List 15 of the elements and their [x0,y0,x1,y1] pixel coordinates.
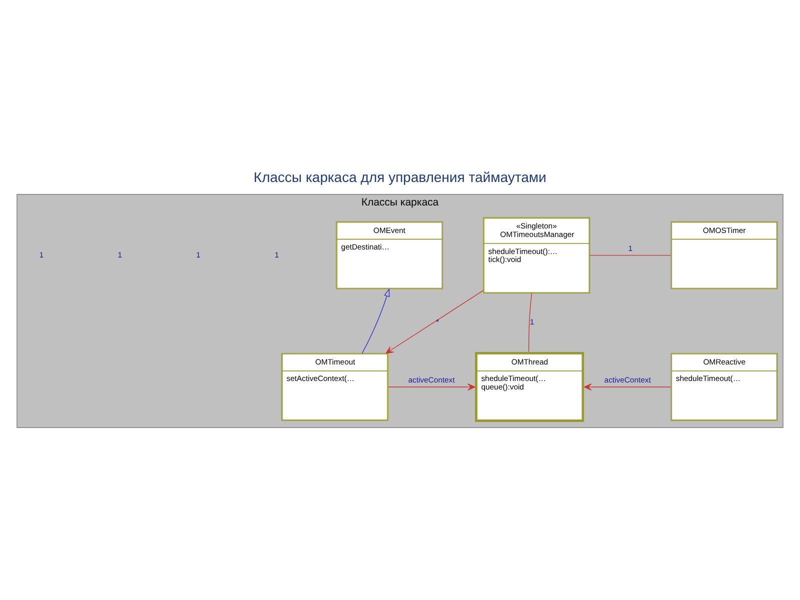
diagram-title: Классы каркаса для управления таймаутами [254,168,546,184]
arrow [362,288,390,354]
connector [589,254,672,256]
connector [528,292,532,352]
arrow [386,290,484,354]
label: 1 [196,250,200,259]
label: 1 [39,250,44,259]
arrow [388,382,476,390]
label: 1 [274,250,279,259]
edge-label: 1 [530,317,534,326]
arrow [584,382,672,390]
label: 1 [118,250,122,259]
edge-label: 1 [628,243,633,252]
edge-label: activeContext [604,375,651,384]
edge-label: activeContext [408,375,455,384]
